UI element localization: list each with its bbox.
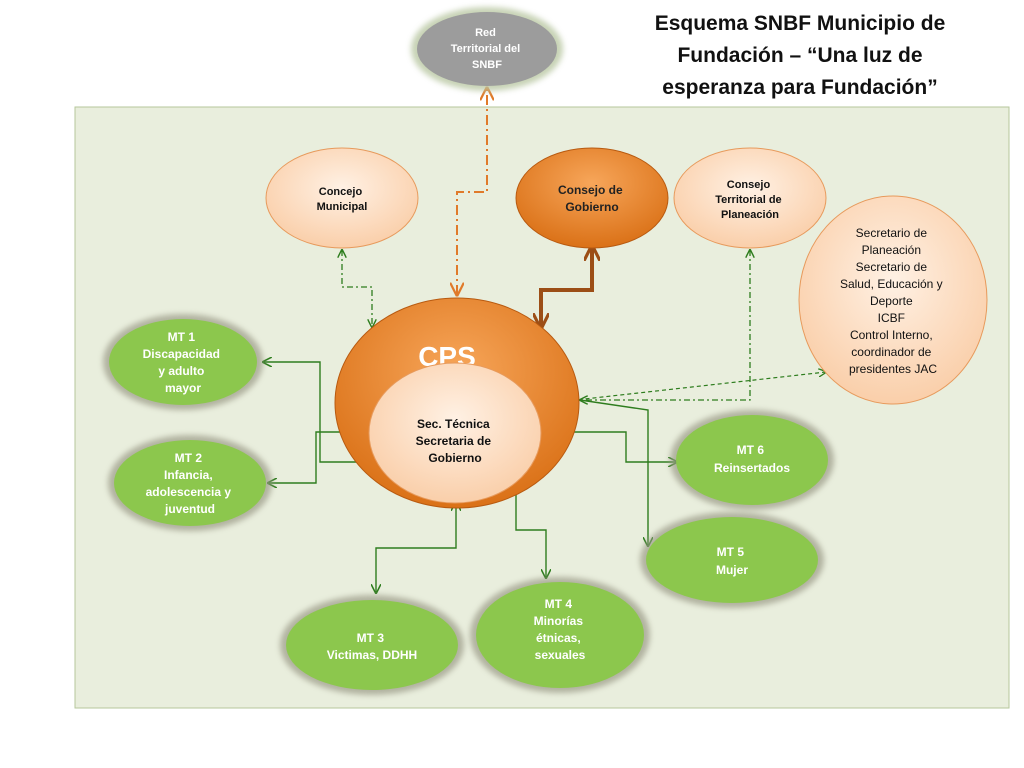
svg-text:MT 5 Mujer: MT 5 Mujer: [716, 545, 748, 577]
node-secretarios: Secretario de Planeación Secretario de S…: [798, 195, 988, 405]
connector-mt5: [579, 399, 648, 546]
connector-concejo-cps: [342, 250, 372, 327]
node-mt6: MT 6 Reinsertados: [670, 410, 834, 510]
node-mt2: MT 2 Infancia, adolescencia y juventud: [108, 435, 272, 531]
node-mt5: MT 5 Mujer: [640, 512, 824, 608]
node-mt4: MT 4 Minorías étnicas, sexuales: [470, 577, 650, 693]
connector-mt4: [516, 483, 546, 578]
svg-text:MT 2 Infancia, ado: MT 2 Infancia, adolescencia y juventud: [146, 451, 235, 516]
node-concejo-municipal: Concejo Municipal: [265, 147, 419, 249]
svg-text:MT 3 Victimas, DDHH: MT 3 Victimas, DDHH: [327, 631, 417, 662]
connector-mt6: [542, 432, 677, 462]
svg-text:Consejo Territorial de: Consejo Territorial de Planeación: [715, 179, 785, 221]
svg-text:Secretario de Planeación: Secretario de Planeación Secretario de S…: [840, 226, 946, 376]
connector-mt3: [376, 502, 456, 593]
node-mt1: MT 1 Discapacidad y adulto mayor: [103, 314, 263, 410]
svg-text:MT 1 Discapacidad: MT 1 Discapacidad y adulto mayor: [143, 330, 224, 395]
diagram-title: Esquema SNBF Municipio de Fundación – “U…: [654, 12, 946, 99]
svg-text:Sec. Técnica Secretaria: Sec. Técnica Secretaria de Gobierno: [416, 417, 495, 465]
svg-text:Concejo Municipal: Concejo Municipal: [317, 186, 368, 213]
svg-text:Consejo de Gobierno: Consejo de Gobierno: [558, 183, 626, 214]
node-red-territorial: Red Territorial del SNBF: [411, 7, 563, 91]
svg-text:MT 6 Reinsertados: MT 6 Reinsertados: [714, 443, 790, 475]
node-consejo-territorial: Consejo Territorial de Planeación: [673, 147, 827, 249]
node-mt3: MT 3 Victimas, DDHH: [280, 595, 464, 695]
svg-text:Red Territorial del: Red Territorial del SNBF: [451, 27, 524, 71]
connector-red-cps: [457, 88, 487, 295]
node-sec-tecnica: Sec. Técnica Secretaria de Gobierno: [368, 362, 542, 504]
node-consejo-gobierno: Consejo de Gobierno: [515, 147, 669, 249]
svg-text:MT 4 Minorías étni: MT 4 Minorías étnicas, sexuales: [534, 597, 587, 662]
